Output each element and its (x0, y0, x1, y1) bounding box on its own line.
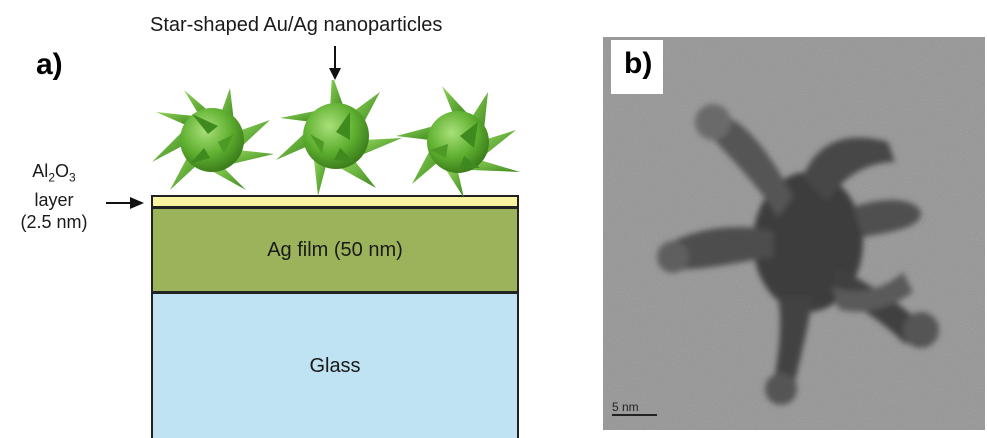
tem-image (603, 37, 985, 430)
panel-a-label: a) (36, 48, 63, 81)
nanoparticles-title: Star-shaped Au/Ag nanoparticles (150, 14, 443, 36)
nanoparticle-2 (276, 80, 402, 196)
nanoparticle-3 (396, 86, 520, 198)
nanoparticle-1 (152, 88, 274, 190)
al2o3-layer-label: Al2O3 layer (2.5 nm) (20, 161, 88, 232)
tem-micrograph (603, 37, 985, 430)
title-arrow-icon (329, 46, 341, 80)
scale-bar-label: 5 nm (612, 400, 639, 414)
ag-film-layer: Ag film (50 nm) (151, 207, 519, 293)
glass-label: Glass (309, 354, 361, 377)
glass-substrate: Glass (151, 292, 519, 438)
al-layer-arrow-icon (106, 197, 144, 209)
nanoparticles-drawing (152, 80, 520, 198)
al2o3-layer (151, 195, 519, 208)
ag-film-label: Ag film (50 nm) (267, 238, 403, 261)
panel-b-label: b) (624, 47, 653, 80)
panel-b-label-box (611, 40, 663, 94)
